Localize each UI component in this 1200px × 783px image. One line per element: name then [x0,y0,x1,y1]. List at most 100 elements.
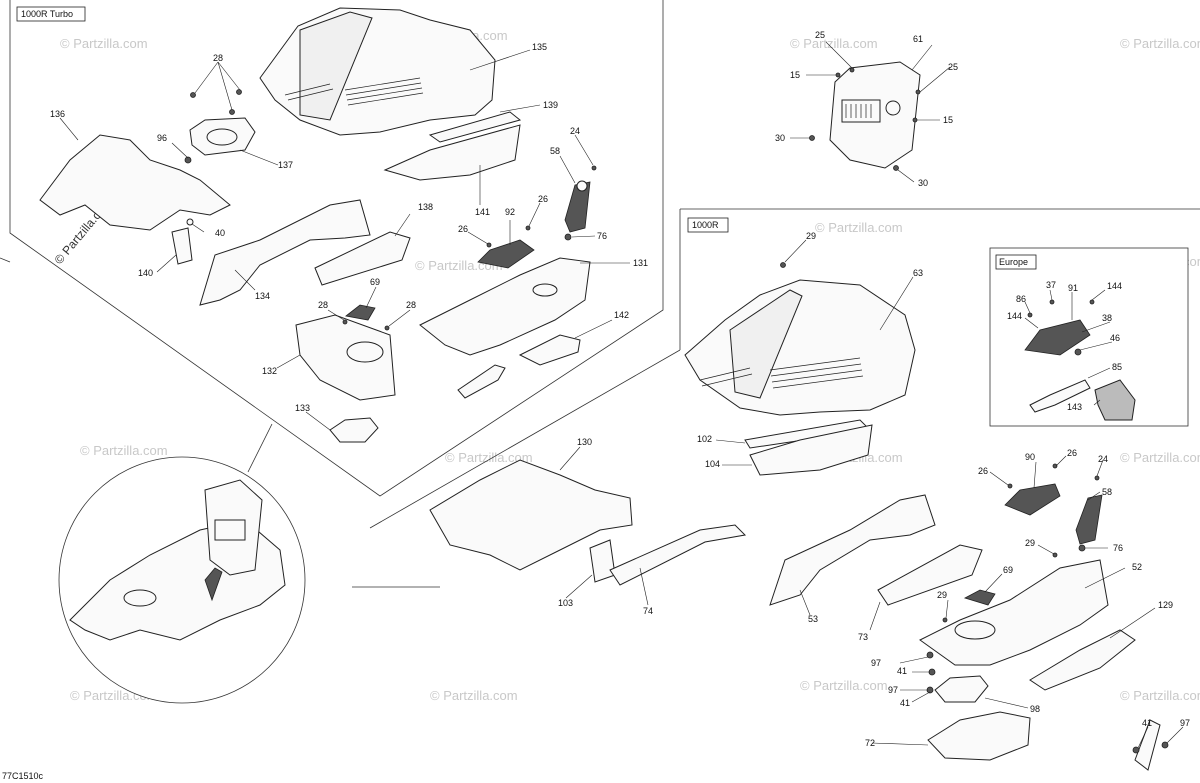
callout-label: 139 [543,100,558,110]
callout-label: 46 [1110,333,1120,343]
part-135-tub [259,7,531,136]
callout-label: 28 [213,53,223,63]
callout-label: 136 [50,109,65,119]
panel-frames [0,0,1200,588]
callout-label: 131 [633,258,648,268]
callout-label: 61 [913,34,923,44]
watermark-text: © Partzilla.com [815,220,903,235]
part-72-tray [871,711,1031,761]
callout-labels: 135 28 136 96 137 139 141 24 58 40 140 1… [50,30,1190,748]
callout-label: 29 [937,590,947,600]
part-92-bracket [477,220,535,269]
part-74-rail [609,524,747,606]
callout-label: 104 [705,459,720,469]
callout-label: 30 [918,178,928,188]
callout-label: 26 [978,466,988,476]
part-137-cover [189,117,279,166]
callout-label: 76 [1113,543,1123,553]
watermark-text: © Partzilla.com [1120,36,1200,51]
callout-label: 91 [1068,283,1078,293]
callout-label: 69 [1003,565,1013,575]
callout-label: 24 [570,126,580,136]
callout-label: 134 [255,291,270,301]
callout-label: 142 [614,310,629,320]
callout-label: 85 [1112,362,1122,372]
part-142-piece [457,319,613,399]
callout-label: 98 [1030,704,1040,714]
part-58-shifter [559,155,591,233]
part-73-beam [869,544,983,631]
callout-label: 138 [418,202,433,212]
callout-label: 137 [278,160,293,170]
part-58-shifter-b [1075,459,1104,545]
part-139-strip [428,104,541,143]
part-130-bracket [429,446,633,571]
callout-label: 26 [1067,448,1077,458]
callout-label: 90 [1025,452,1035,462]
callout-label: 29 [806,231,816,241]
callout-label: 58 [550,146,560,156]
watermark-text: © Partzilla.com [80,443,168,458]
part-132-cupholder [276,314,396,401]
callout-label: 135 [532,42,547,52]
callout-label: 92 [505,207,515,217]
callout-label: 15 [943,115,953,125]
callout-label: 30 [775,133,785,143]
callout-label: 53 [808,614,818,624]
callout-label: 38 [1102,313,1112,323]
callout-label: 97 [888,685,898,695]
callout-label: 25 [948,62,958,72]
part-133-gasket [305,411,379,443]
fastener-group-b [899,544,1058,703]
watermark-text: © Partzilla.com [430,688,518,703]
part-69-cover [345,286,377,321]
part-53-rail [769,494,936,616]
callout-label: 96 [157,133,167,143]
variant-label-turbo: 1000R Turbo [16,6,86,22]
watermark-text: © Partzilla.com [445,450,533,465]
part-98-gasket [934,675,1029,709]
callout-label: 73 [858,632,868,642]
callout-label: 41 [897,666,907,676]
callout-label: 86 [1016,294,1026,304]
watermark-text: © Partzilla.com [1120,688,1200,703]
watermark-text: © Partzilla.com [60,36,148,51]
part-bracket-lower-right [1132,719,1184,771]
callout-label: 141 [475,207,490,217]
callout-label: 41 [900,698,910,708]
variant-label-base: 1000R [687,217,729,233]
callout-label: 97 [871,658,881,668]
part-129-panel [1029,607,1156,691]
fastener-group [171,61,597,331]
watermark-text: © Partzilla.com [800,678,888,693]
drawing-code: 77C1510c [2,771,44,781]
callout-label: 58 [1102,487,1112,497]
callout-label: 41 [1142,718,1152,728]
callout-label: 103 [558,598,573,608]
callout-label: 26 [538,194,548,204]
callout-label: 133 [295,403,310,413]
part-61-dash-panel [790,41,951,183]
callout-label: 74 [643,606,653,616]
part-63-tub [684,239,916,416]
part-140-block [156,227,193,273]
variant-label-text: Europe [999,257,1028,267]
callout-label: 28 [318,300,328,310]
assembled-view-inset [58,456,306,704]
part-103-block [565,539,616,599]
part-52-console [919,544,1126,666]
variant-label-text: 1000R [692,220,719,230]
callout-label: 37 [1046,280,1056,290]
part-90-bracket [989,455,1067,516]
callout-label: 15 [790,70,800,80]
callout-label: 29 [1025,538,1035,548]
part-131-console [419,257,630,356]
callout-label: 140 [138,268,153,278]
callout-label: 144 [1107,281,1122,291]
part-138-beam [314,213,411,286]
callout-label: 102 [697,434,712,444]
part-69-cover-b [963,573,1003,606]
callout-label: 40 [215,228,225,238]
europe-inset-parts [1024,289,1136,421]
